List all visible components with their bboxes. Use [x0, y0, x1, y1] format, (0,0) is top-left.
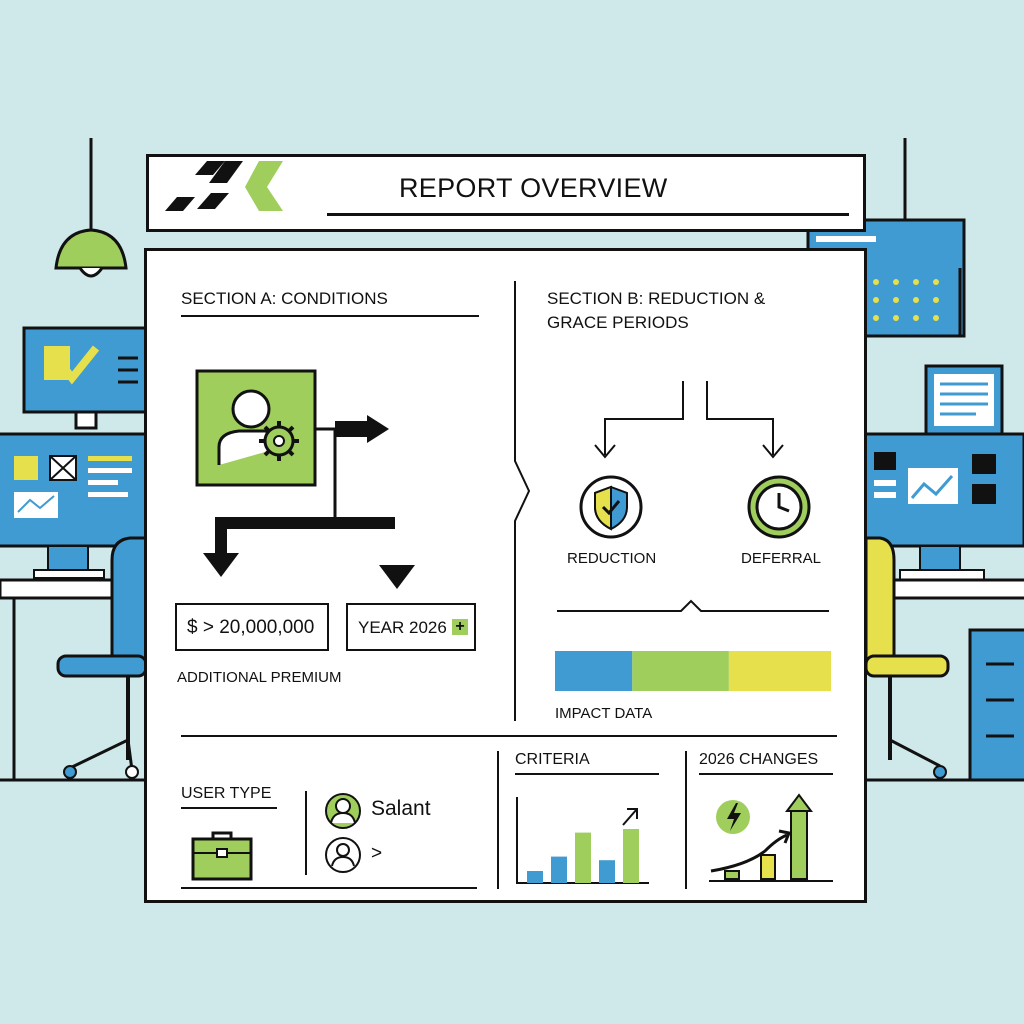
section-a-underline — [181, 315, 479, 317]
reduction-label: REDUCTION — [567, 550, 657, 567]
year-box: YEAR 2026 + — [346, 603, 476, 651]
deferral-label: DEFERRAL — [741, 550, 822, 567]
right-chair-icon — [864, 536, 950, 779]
shield-check-icon — [579, 475, 643, 539]
impact-data-label: IMPACT DATA — [555, 705, 653, 722]
year-plus-badge: + — [452, 619, 468, 635]
next-user-chevron[interactable]: > — [371, 843, 383, 864]
impact-bracket-line — [557, 599, 829, 612]
changes-left-divider — [685, 751, 687, 889]
section-b-title-line1: SECTION B: REDUCTION & — [547, 289, 766, 308]
growth-chart-icon — [709, 793, 833, 882]
amount-box: $ > 20,000,000 — [175, 603, 329, 651]
right-monitor — [862, 432, 1024, 581]
briefcase-icon — [191, 831, 253, 881]
user-type-divider — [305, 791, 307, 875]
lower-separator — [181, 735, 837, 737]
left-lower-monitor — [0, 432, 150, 579]
impact-segment-1 — [555, 651, 633, 691]
impact-segment-3 — [728, 651, 831, 691]
criteria-bar-2 — [551, 856, 567, 883]
report-panel: SECTION A: CONDITIONS — [144, 248, 867, 903]
changes-2026-title: 2026 CHANGES — [699, 751, 819, 768]
section-divider — [514, 281, 531, 721]
wall-document-icon — [924, 364, 1004, 436]
arrow-right-icon — [315, 415, 389, 443]
year-value: YEAR 2026 — [358, 618, 447, 637]
trend-up-arrow-icon — [622, 808, 638, 826]
conditions-flow-diagram — [195, 369, 395, 577]
user-type-bottom-line — [181, 887, 477, 889]
criteria-bar-4 — [599, 860, 615, 883]
criteria-bar-chart — [516, 797, 649, 884]
report-header: REPORT OVERVIEW — [146, 151, 866, 232]
user-type-underline — [181, 807, 277, 809]
left-lamp-icon — [54, 138, 128, 278]
header-underline — [327, 213, 849, 216]
amount-value: $ > 20,000,000 — [187, 617, 315, 638]
section-b-flow-arrows — [594, 381, 784, 459]
arrow-down-icon — [379, 565, 415, 589]
criteria-bar-3 — [575, 832, 591, 883]
impact-data-bar — [555, 651, 831, 691]
criteria-underline — [515, 773, 659, 775]
user-outline-icon[interactable] — [323, 835, 363, 875]
left-upper-monitor — [22, 326, 150, 430]
logo-icon — [163, 151, 303, 211]
changes-underline — [699, 773, 833, 775]
user-type-title: USER TYPE — [181, 785, 272, 802]
criteria-left-divider — [497, 751, 499, 889]
split-arrows-icon — [203, 429, 395, 577]
impact-segment-2 — [632, 651, 729, 691]
amount-caption: ADDITIONAL PREMIUM — [177, 669, 342, 686]
section-a-title: SECTION A: CONDITIONS — [181, 289, 388, 308]
clock-icon — [747, 475, 811, 539]
criteria-bar-5 — [623, 829, 639, 883]
criteria-bar-1 — [527, 871, 543, 883]
right-cabinet-icon — [968, 628, 1024, 782]
page-title: REPORT OVERVIEW — [399, 173, 668, 203]
section-b-title-line2: GRACE PERIODS — [547, 313, 689, 332]
user-name[interactable]: Salant — [371, 797, 431, 820]
user-avatar-icon[interactable] — [323, 791, 363, 831]
criteria-title: CRITERIA — [515, 751, 590, 768]
user-settings-icon — [195, 369, 317, 487]
